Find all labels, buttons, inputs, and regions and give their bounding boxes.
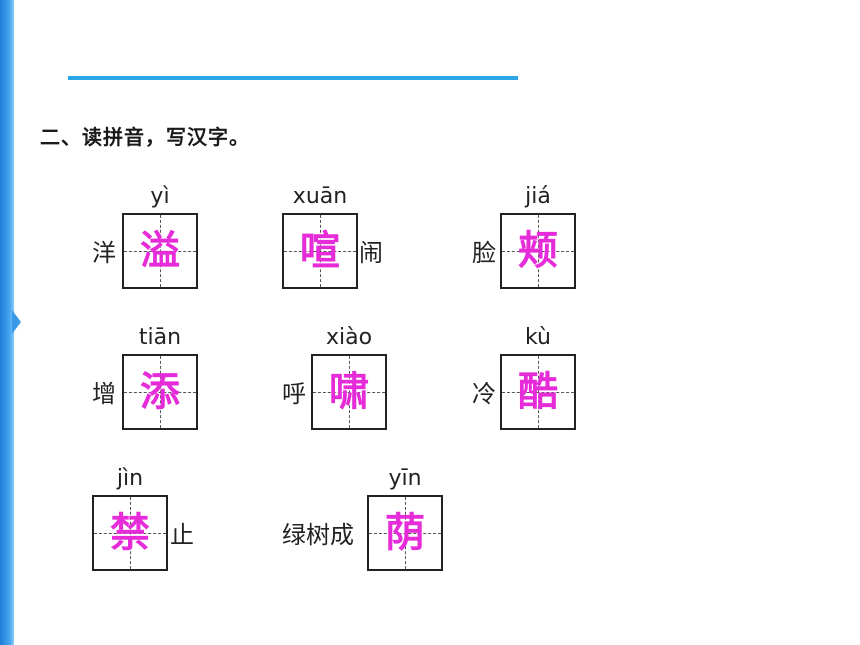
context-before: 脸 [472, 239, 496, 267]
pinyin-label: yīn [388, 466, 422, 491]
exercise-heading: 二、读拼音，写汉字。 [40, 125, 250, 149]
answer-character: 啸 [329, 368, 369, 415]
pinyin-label: tiān [138, 325, 182, 350]
pinyin-label: jiá [525, 184, 551, 209]
writing-box: 溢 [122, 213, 198, 289]
grid-vertical-guide [130, 497, 131, 569]
left-accent-bar [0, 0, 14, 645]
grid-vertical-guide [160, 215, 161, 287]
answer-character: 禁 [110, 509, 150, 556]
answer-character: 荫 [385, 509, 425, 556]
pinyin-label: xuān [292, 184, 348, 209]
grid-vertical-guide [538, 356, 539, 428]
answer-character: 溢 [140, 227, 180, 274]
pinyin-label: xiào [325, 325, 373, 350]
pinyin-label: jìn [116, 466, 144, 491]
context-before: 绿树成 [282, 521, 354, 549]
grid-vertical-guide [160, 356, 161, 428]
title-underline [68, 76, 518, 80]
context-before: 洋 [92, 239, 116, 267]
grid-vertical-guide [320, 215, 321, 287]
context-before: 增 [92, 380, 116, 408]
answer-character: 添 [140, 368, 180, 415]
context-after: 止 [170, 521, 194, 549]
writing-box: 颊 [500, 213, 576, 289]
grid-vertical-guide [349, 356, 350, 428]
grid-vertical-guide [538, 215, 539, 287]
left-bar-notch [12, 310, 21, 334]
writing-box: 添 [122, 354, 198, 430]
pinyin-label: kù [524, 325, 551, 350]
answer-character: 颊 [518, 227, 558, 274]
writing-box: 禁 [92, 495, 168, 571]
writing-box: 啸 [311, 354, 387, 430]
writing-box: 喧 [282, 213, 358, 289]
grid-vertical-guide [405, 497, 406, 569]
writing-box: 荫 [367, 495, 443, 571]
context-after: 闹 [359, 239, 383, 267]
context-before: 呼 [282, 380, 306, 408]
answer-character: 酷 [518, 368, 558, 415]
writing-box: 酷 [500, 354, 576, 430]
pinyin-label: yì [150, 184, 170, 209]
context-before: 冷 [472, 380, 496, 408]
answer-character: 喧 [300, 227, 340, 274]
